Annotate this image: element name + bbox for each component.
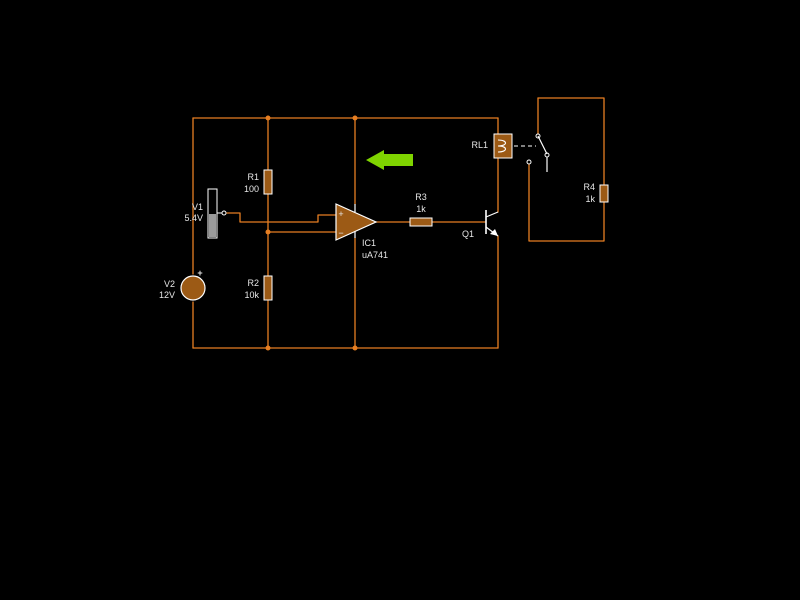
q1-transistor[interactable]: Q1 xyxy=(462,210,499,239)
junctions xyxy=(265,115,358,351)
junction-dot xyxy=(265,115,271,121)
v2-value-label: 12V xyxy=(159,290,175,300)
v2-ref-label: V2 xyxy=(164,279,175,289)
ic1-value-label: uA741 xyxy=(362,250,388,260)
r4-value-label: 1k xyxy=(585,194,595,204)
junction-dot xyxy=(352,345,358,351)
junction-dot xyxy=(265,345,271,351)
junction-dot xyxy=(265,229,271,235)
v1-ref-label: V1 xyxy=(192,202,203,212)
ic1-ref-label: IC1 xyxy=(362,238,376,248)
r3-ref-label: R3 xyxy=(415,192,427,202)
v1-value-label: 5.4V xyxy=(184,213,203,223)
r3-value-label: 1k xyxy=(416,204,426,214)
r2-resistor[interactable]: R2 10k xyxy=(244,275,273,301)
rl1-ref-label: RL1 xyxy=(471,140,488,150)
r2-value-label: 10k xyxy=(244,290,259,300)
wires xyxy=(192,97,605,349)
r3-resistor[interactable]: R3 1k xyxy=(409,192,433,227)
ic1-plus-label: + xyxy=(338,209,343,219)
rl1-relay[interactable]: RL1 xyxy=(471,133,550,172)
v2-polarity-label: + xyxy=(197,268,202,278)
r4-resistor[interactable]: R4 1k xyxy=(583,182,609,204)
r1-value-label: 100 xyxy=(244,184,259,194)
junction-dot xyxy=(352,115,358,121)
pointer-arrow-icon xyxy=(366,150,413,170)
r4-ref-label: R4 xyxy=(583,182,595,192)
v1-source[interactable]: V1 5.4V xyxy=(184,188,227,239)
ic1-opamp[interactable]: + − IC1 uA741 xyxy=(335,203,388,260)
ic1-minus-label: − xyxy=(338,228,343,238)
r2-ref-label: R2 xyxy=(247,278,259,288)
v2-source[interactable]: + V2 12V xyxy=(159,268,206,301)
r1-ref-label: R1 xyxy=(247,172,259,182)
q1-ref-label: Q1 xyxy=(462,229,474,239)
r1-resistor[interactable]: R1 100 xyxy=(244,169,273,195)
